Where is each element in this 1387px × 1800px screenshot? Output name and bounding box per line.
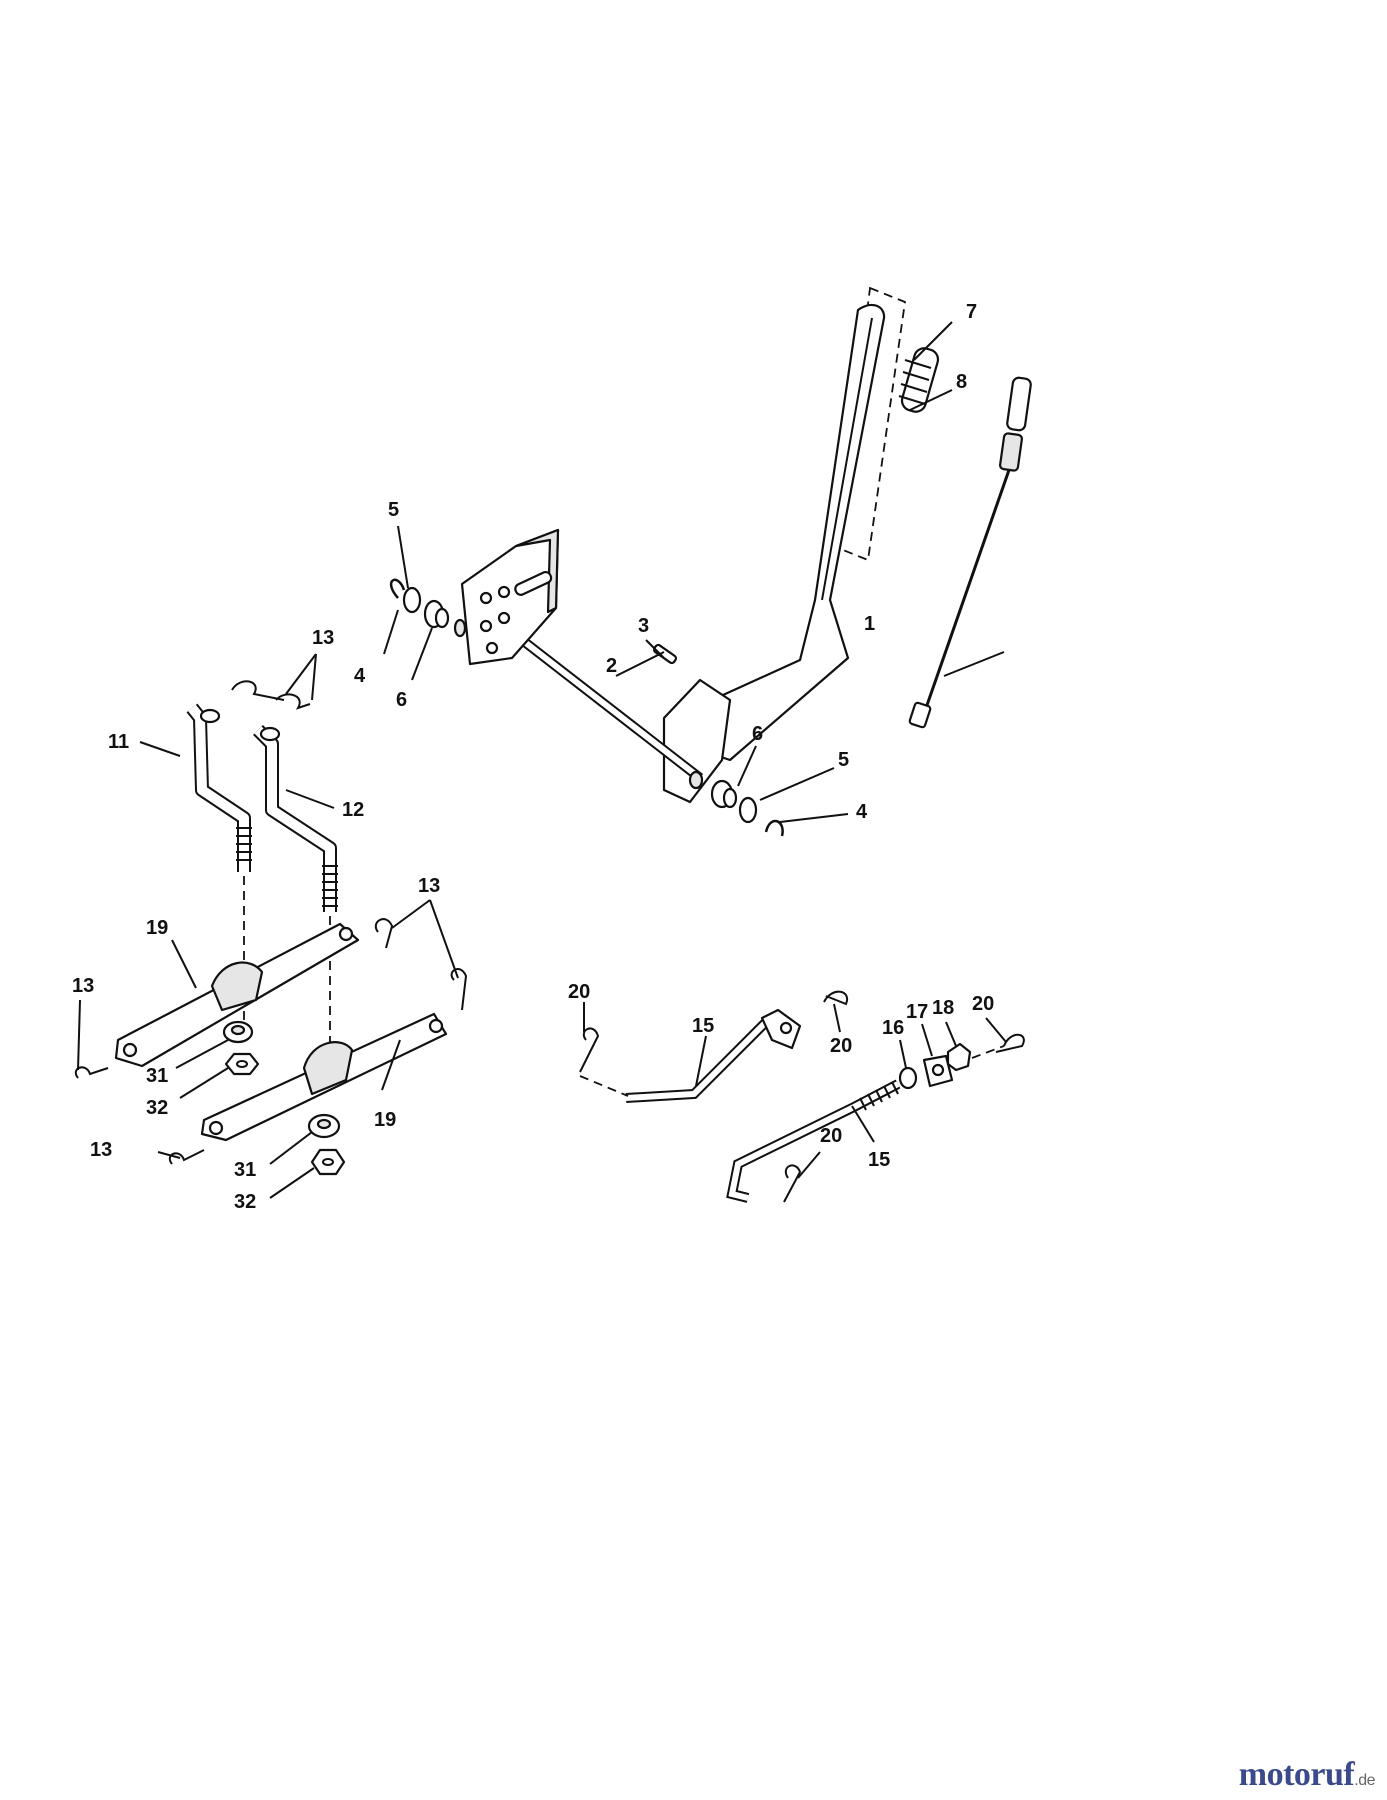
watermark-tld: .de — [1354, 1772, 1375, 1789]
label-7: 7 — [966, 301, 977, 323]
washer-16 — [898, 1066, 918, 1090]
lift-link-19-lower — [200, 1012, 448, 1142]
nut-18 — [946, 1042, 972, 1072]
label-20-bottom: 20 — [820, 1125, 842, 1147]
label-15-lower: 15 — [868, 1149, 890, 1171]
washer-31-lower — [307, 1113, 341, 1139]
bushing-6-right — [710, 779, 738, 809]
label-3: 3 — [638, 615, 649, 637]
lift-link-19-upper — [114, 922, 360, 1068]
leader-lines — [77, 321, 1007, 1199]
label-1: 1 — [864, 613, 875, 635]
nut-32-upper — [224, 1052, 260, 1076]
label-20-top: 20 — [830, 1035, 852, 1057]
clip-20-top — [823, 990, 849, 1006]
lever-bracket — [662, 678, 732, 804]
label-31-upper: 31 — [146, 1065, 168, 1087]
clip-4-right — [764, 819, 784, 837]
label-32-upper: 32 — [146, 1097, 168, 1119]
label-2: 2 — [606, 655, 617, 677]
label-16: 16 — [882, 1017, 904, 1039]
label-13-left: 13 — [72, 975, 94, 997]
clip-13-left — [74, 1066, 109, 1079]
watermark-logo: motoruf.de — [1238, 1756, 1376, 1794]
label-11: 11 — [108, 731, 129, 753]
hanger-rod-12 — [253, 725, 338, 912]
adjust-rod-15-upper — [625, 1008, 802, 1103]
label-19-lower: 19 — [374, 1109, 396, 1131]
clip-4-left — [390, 578, 406, 599]
washer-31-upper — [222, 1020, 254, 1044]
clip-13-right — [450, 968, 468, 1011]
label-8: 8 — [956, 371, 967, 393]
label-4-left: 4 — [354, 665, 366, 687]
clip-13-mid — [374, 918, 394, 949]
label-17: 17 — [906, 1001, 928, 1023]
clip-20-right — [995, 1033, 1025, 1053]
label-5-left: 5 — [388, 499, 399, 521]
watermark-name: motoruf — [1238, 1756, 1355, 1793]
pin-3 — [652, 643, 678, 665]
label-12: 12 — [342, 799, 364, 821]
side-mount-plate — [460, 528, 560, 666]
label-5-right: 5 — [838, 749, 849, 771]
label-20-left: 20 — [568, 981, 590, 1003]
label-20-right: 20 — [972, 993, 994, 1015]
bushing-6-left — [423, 599, 450, 629]
nut-32-lower — [310, 1148, 346, 1176]
cross-shaft-2 — [500, 622, 704, 782]
washer-5-left — [402, 586, 422, 614]
clip-13-top — [231, 680, 311, 710]
label-13-mid: 13 — [418, 875, 440, 897]
label-4-right: 4 — [856, 801, 868, 823]
label-18: 18 — [932, 997, 954, 1019]
lift-rod-1 — [908, 376, 1032, 729]
clip-13-bottom — [168, 1149, 205, 1165]
label-13-bottom: 13 — [90, 1139, 112, 1161]
label-15-upper: 15 — [692, 1015, 714, 1037]
handle-grip-7 — [898, 347, 940, 413]
label-19-upper: 19 — [146, 917, 168, 939]
lift-lever-arm — [704, 303, 886, 762]
label-31-lower: 31 — [234, 1159, 256, 1181]
clip-20-bottom — [783, 1164, 802, 1203]
label-13-top: 13 — [312, 627, 334, 649]
label-32-lower: 32 — [234, 1191, 256, 1213]
washer-5-right — [738, 796, 758, 824]
label-6-left: 6 — [396, 689, 407, 711]
hanger-rod-11 — [186, 703, 252, 872]
clip-20-left — [579, 1027, 600, 1073]
adjust-rod-15-lower — [726, 1079, 901, 1203]
label-6-right: 6 — [752, 723, 763, 745]
trunnion-17 — [922, 1054, 954, 1088]
